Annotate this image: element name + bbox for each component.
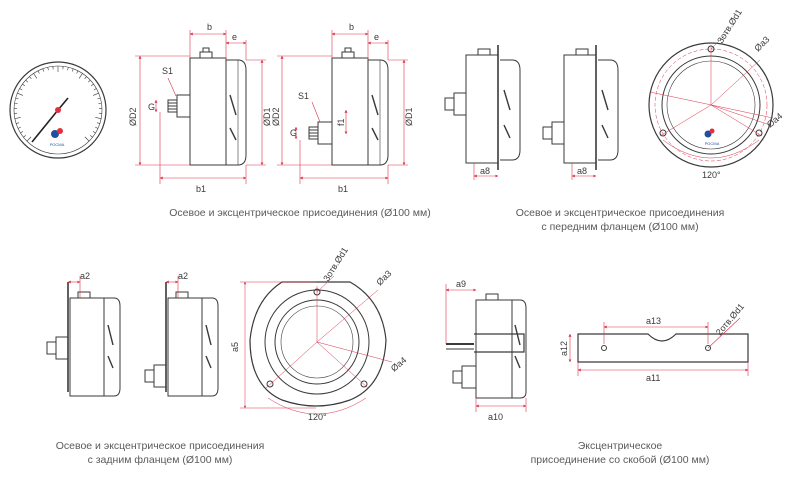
label-s1: S1 — [162, 66, 173, 76]
label-b-2: b — [349, 22, 354, 32]
label-a2-2: a2 — [178, 271, 188, 281]
label-a2: a2 — [80, 271, 90, 281]
dial-tick — [17, 126, 21, 129]
label-a4-2: Øa4 — [389, 355, 408, 374]
label-d1: ØD1 — [262, 107, 272, 126]
label-b1: b1 — [196, 184, 206, 194]
label-angle: 120° — [702, 170, 721, 180]
caption-rear-flange: Осевое и эксцентрическое присоединения с… — [10, 439, 310, 467]
bracket-plate-view — [568, 317, 749, 376]
front-flange-eccentric-view — [542, 45, 619, 170]
dimensions-bracket — [445, 284, 527, 412]
dimensions-2 — [277, 30, 408, 184]
axial-side-view-1 — [167, 47, 247, 166]
label-a4: Øa4 — [765, 111, 784, 130]
label-a12: a12 — [559, 341, 569, 356]
label-g: G — [148, 102, 155, 112]
dial-tick — [90, 83, 94, 87]
gauge-front-view — [9, 61, 107, 159]
caption-line: Осевое и эксцентрическое присоединения — [55, 440, 265, 452]
dial-tick — [33, 73, 38, 79]
dial-tick — [84, 136, 90, 142]
caption-line: Осевое и эксцентрическое присоединения — [515, 207, 725, 219]
label-holes-3: 3отв.Ød1 — [715, 7, 744, 45]
dial-tick — [87, 79, 91, 83]
dial-tick — [93, 88, 97, 91]
dial-tick — [71, 68, 74, 72]
label-angle-2: 120° — [308, 412, 327, 422]
label-a11: a11 — [646, 373, 660, 383]
label-d2: ØD2 — [128, 107, 138, 126]
rear-flange-front-view — [240, 275, 393, 415]
dial-tick — [16, 122, 20, 124]
dial-tick — [84, 76, 87, 80]
label-a9: a9 — [456, 279, 466, 289]
label-b1-2: b1 — [338, 184, 348, 194]
label-d2-2: ØD2 — [271, 107, 281, 126]
brand-label: РОСМА — [50, 142, 65, 147]
caption-line: с задним фланцем (Ø100 мм) — [87, 454, 233, 466]
dial-tick — [22, 83, 26, 87]
dial-tick — [29, 76, 32, 80]
bracket-side-view — [446, 293, 527, 399]
front-flange-front-view: РОСМА — [648, 31, 774, 168]
caption-line: Осевое и эксцентрическое присоединения (… — [169, 207, 431, 219]
label-a8: a8 — [480, 166, 490, 176]
caption-line: присоединение со скобой (Ø100 мм) — [530, 454, 710, 466]
dial-tick — [17, 92, 24, 96]
dial-tick — [14, 117, 21, 119]
dial-tick — [20, 131, 24, 134]
dial-tick — [92, 131, 96, 134]
label-d1-2: ØD1 — [404, 107, 414, 126]
dial-tick — [76, 70, 79, 74]
dial-tick — [92, 92, 99, 96]
front-flange-axial-view — [444, 45, 521, 170]
label-f1: f1 — [336, 118, 346, 126]
dial-tick — [96, 122, 100, 124]
label-holes-2: 2отв.Ød1 — [714, 302, 746, 338]
dial-tick — [37, 70, 40, 74]
label-a5: a5 — [230, 342, 240, 352]
dial-tick — [95, 126, 99, 129]
dial-tick — [25, 79, 29, 83]
rosma-logo-icon: РОСМА — [50, 128, 65, 147]
dial-tick — [23, 135, 26, 138]
dimensions-1 — [135, 30, 266, 184]
label-b: b — [207, 22, 212, 32]
dial-tick — [78, 73, 83, 79]
dimensions-a8 — [473, 163, 597, 180]
dial-tick — [19, 88, 23, 91]
label-g-2: G — [290, 128, 297, 138]
dial-tick — [67, 67, 69, 71]
eccentric-side-view-1 — [308, 47, 389, 166]
rear-flange-axial-view — [46, 282, 121, 397]
label-a3-2: Øa3 — [374, 268, 393, 287]
dial-tick — [97, 97, 101, 100]
rosma-logo-icon — [704, 128, 715, 138]
caption-bracket: Эксцентрическое присоединение со скобой … — [470, 439, 770, 467]
caption-line: с передним фланцем (Ø100 мм) — [541, 221, 699, 233]
label-a10: a10 — [488, 412, 503, 422]
caption-front-flange: Осевое и эксцентрическое присоединения с… — [470, 206, 770, 234]
dial-tick — [15, 97, 19, 100]
label-a13: a13 — [646, 316, 661, 326]
brand-label-2: РОСМА — [705, 141, 720, 146]
label-e: e — [232, 32, 237, 42]
dimensions-a2 — [67, 276, 179, 298]
label-e-2: e — [374, 32, 379, 42]
rear-flange-eccentric-view — [144, 282, 219, 397]
label-a8-2: a8 — [577, 166, 587, 176]
caption-axial-eccentric: Осевое и эксцентрическое присоединения (… — [150, 206, 450, 220]
dial-tick — [90, 135, 93, 138]
dial-tick — [26, 136, 32, 142]
dial-tick — [47, 67, 49, 71]
label-s1-2: S1 — [298, 91, 309, 101]
dial-tick — [95, 117, 102, 119]
label-a3: Øa3 — [752, 34, 771, 53]
caption-line: Эксцентрическое — [577, 440, 663, 452]
label-holes-3-2: 3отв.Ød1 — [321, 245, 350, 283]
dial-tick — [42, 68, 45, 72]
